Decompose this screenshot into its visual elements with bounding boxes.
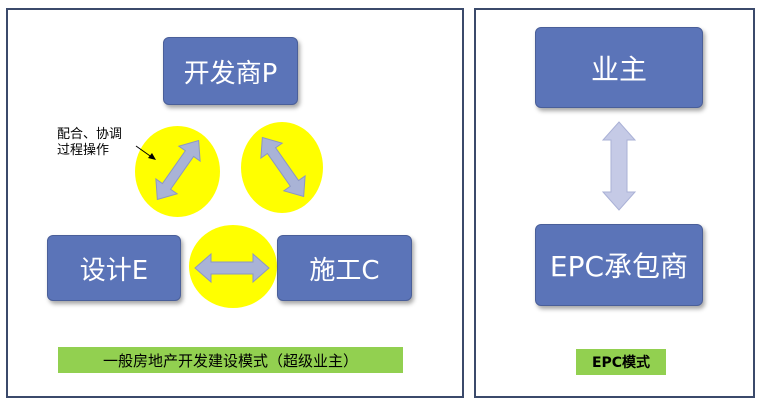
developer-label: 开发商P xyxy=(183,58,278,89)
annotation-line2: 过程操作 xyxy=(57,143,110,158)
epc-contractor-box: EPC承包商 xyxy=(535,224,703,306)
annotation-line1: 配合、协调 xyxy=(57,127,123,142)
construction-label: 施工C xyxy=(309,255,380,286)
general-mode-label-text: 一般房地产开发建设模式（超级业主） xyxy=(102,351,358,370)
developer-construction-double-arrow-icon xyxy=(260,136,306,198)
design-construction-double-arrow-icon xyxy=(194,252,270,284)
developer-design-double-arrow-icon xyxy=(155,139,201,201)
owner-box: 业主 xyxy=(535,27,703,108)
annotation-pointer-arrow-icon xyxy=(135,145,156,160)
general-mode-label: 一般房地产开发建设模式（超级业主） xyxy=(58,347,403,373)
construction-box: 施工C xyxy=(277,235,412,301)
design-box: 设计E xyxy=(47,235,181,301)
owner-epc-double-arrow-icon xyxy=(601,121,637,211)
epc-mode-label: EPC模式 xyxy=(576,349,666,375)
developer-box: 开发商P xyxy=(163,37,298,105)
design-label: 设计E xyxy=(79,255,149,286)
epc-contractor-label: EPC承包商 xyxy=(549,250,689,283)
epc-mode-label-text: EPC模式 xyxy=(591,355,651,371)
owner-label: 业主 xyxy=(590,52,647,86)
